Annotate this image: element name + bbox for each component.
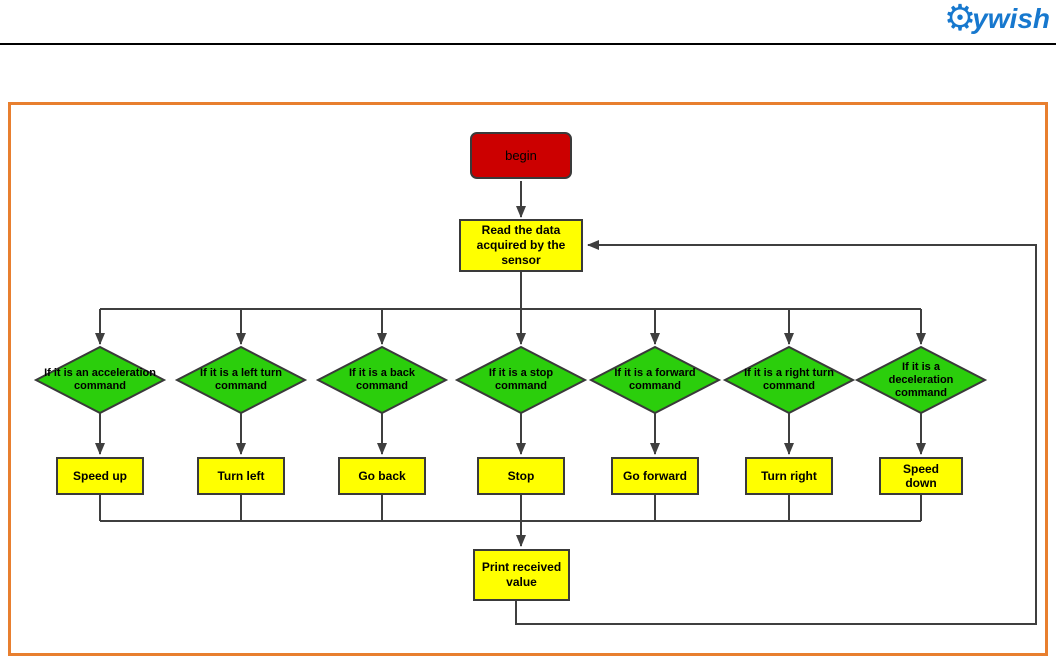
decision-label-deceleration: If it is a deceleration command xyxy=(888,360,954,399)
decision-shape-3 xyxy=(315,345,449,415)
decision-shape-1 xyxy=(33,345,167,415)
decision-shape-4 xyxy=(454,345,588,415)
flowchart-panel: begin Read the data acquired by the sens… xyxy=(8,102,1048,656)
action-speed-up: Speed up xyxy=(56,457,144,495)
gear-icon: ⚙ xyxy=(943,0,977,39)
action-turn-left: Turn left xyxy=(197,457,285,495)
decision-label-right-turn: If it is a right turn command xyxy=(744,367,834,392)
decision-shape-6 xyxy=(722,345,856,415)
decision-label-stop: If it is a stop command xyxy=(488,367,554,392)
decision-shape-7 xyxy=(854,345,988,415)
loop-back-connector xyxy=(515,240,1037,625)
decision-label-forward: If it is a forward command xyxy=(614,367,696,392)
action-go-back: Go back xyxy=(338,457,426,495)
action-turn-right: Turn right xyxy=(745,457,833,495)
decision-label-acceleration: If it is an acceleration command xyxy=(44,367,156,392)
decision-shape-5 xyxy=(588,345,722,415)
decision-label-left-turn: If it is a left turn command xyxy=(200,367,282,392)
header-divider xyxy=(0,43,1056,45)
action-speed-down: Speed down xyxy=(879,457,963,495)
action-go-forward: Go forward xyxy=(611,457,699,495)
flowchart-connectors xyxy=(33,181,1037,625)
action-stop: Stop xyxy=(477,457,565,495)
start-node: begin xyxy=(470,132,572,179)
read-sensor-node: Read the data acquired by the sensor xyxy=(459,219,583,272)
decision-label-back: If it is a back command xyxy=(348,367,416,392)
print-value-node: Print received value xyxy=(473,549,570,601)
keywish-logo: ⚙ ywish xyxy=(944,1,1050,37)
decision-shape-2 xyxy=(174,345,308,415)
brand-text: ywish xyxy=(972,3,1050,34)
